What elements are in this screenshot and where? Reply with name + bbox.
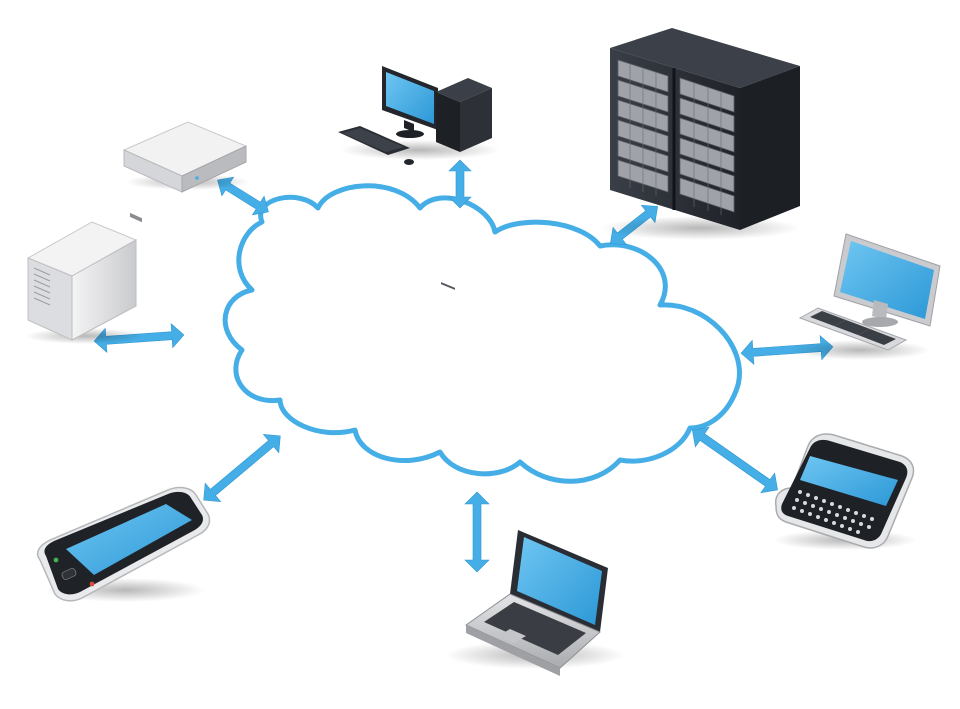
desktop-computer-icon [338,66,500,290]
tower-server-icon [25,221,145,344]
qwerty-phone-icon [773,433,917,550]
smartphone-icon [36,486,211,602]
server-rack-icon [600,28,800,240]
arrow-desktop-computer [448,159,472,209]
network-appliance-icon [122,121,250,223]
laptop-icon [445,530,625,676]
arrow-qwerty-phone [692,426,778,494]
arrow-laptop [464,491,490,573]
monitor-keyboard-icon [790,233,941,360]
arrow-smartphone [203,434,281,502]
